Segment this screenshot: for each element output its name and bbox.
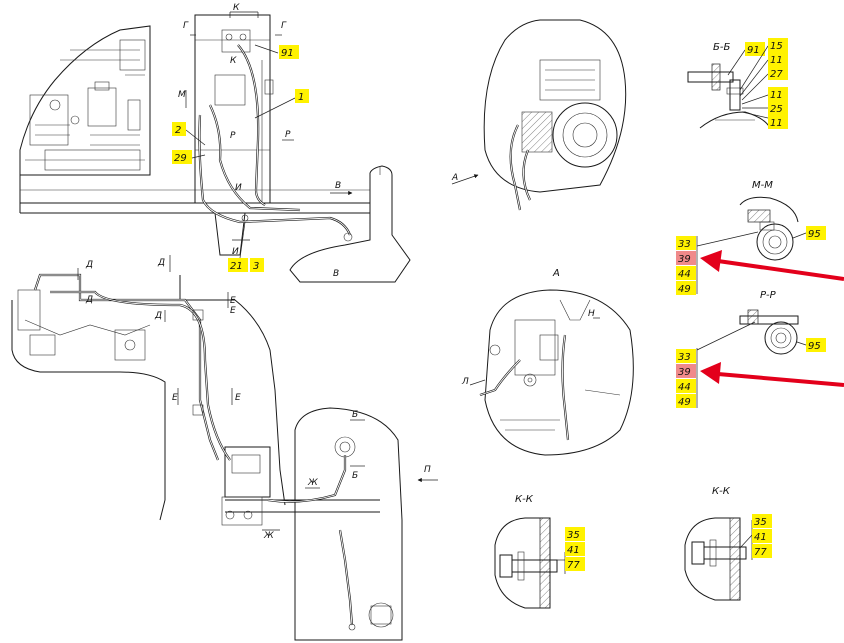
mark-zh-bottom: Ж	[263, 531, 274, 541]
mark-e4: Е	[235, 393, 241, 403]
callout-mm-39: 39	[678, 254, 691, 265]
section-bb: Б-Б 91 15 11 27 11 25 11	[687, 38, 788, 129]
alert-arrow-rr	[700, 362, 844, 387]
main-hose-1	[198, 114, 352, 236]
callout-bb-25: 25	[770, 104, 783, 115]
mark-b-top: Б	[352, 410, 358, 420]
mark-d3: Д	[85, 295, 93, 305]
section-marks-main: К Г Г М К Р Р И И В В	[178, 3, 353, 279]
mark-g-left: Г	[183, 21, 189, 31]
callout-91-main: 91	[281, 48, 294, 59]
section-mm-callout-stack: 33 39 44 49	[676, 236, 696, 295]
mark-e3: Е	[172, 393, 178, 403]
mark-k-mid: К	[230, 56, 237, 66]
callout-kk1-41: 41	[567, 545, 580, 556]
mark-r-right: Р	[285, 130, 291, 140]
callout-kk2-77: 77	[754, 547, 767, 558]
main-hose-2	[209, 104, 301, 212]
view-a-small-outline	[483, 19, 627, 193]
callout-rr-95: 95	[808, 341, 821, 352]
mark-g-right: Г	[281, 21, 287, 31]
callout-2-main: 2	[175, 125, 181, 136]
callout-kk2-41: 41	[754, 532, 767, 543]
lower-engine-details	[17, 289, 151, 361]
callout-21-main: 21	[230, 261, 243, 272]
callout-rr-33: 33	[678, 352, 691, 363]
lower-bracket	[214, 212, 246, 256]
engine-outline	[19, 25, 151, 176]
engine-details	[25, 39, 146, 171]
view-a-large: А Н Л	[461, 268, 634, 456]
mark-k-top: К	[233, 3, 240, 13]
mark-d1: Д	[85, 260, 93, 270]
right-body	[289, 165, 411, 283]
callout-kk1-77: 77	[567, 560, 580, 571]
main-hose-3	[237, 44, 266, 206]
section-bb-callout-stack: 15 11 27 11 25 11	[739, 38, 788, 129]
tank-tower	[194, 14, 271, 204]
callout-mm-44: 44	[678, 269, 691, 280]
section-kk-1: К-К 35 41 77	[494, 494, 585, 609]
section-rr: Р-Р 95 33 39 44 49	[676, 290, 844, 408]
callout-mm-49: 49	[678, 284, 691, 295]
mark-b-bottom: Б	[352, 471, 358, 481]
callout-bb-27: 27	[770, 69, 783, 80]
view-a-title: А	[552, 268, 560, 279]
callout-3-main: 3	[253, 261, 259, 272]
section-rr-callout-stack: 33 39 44 49	[676, 349, 696, 408]
view-a-small-hatch	[521, 111, 553, 153]
callout-bb-15: 15	[770, 41, 783, 52]
mark-p: П	[424, 465, 431, 475]
callout-mm-95: 95	[808, 229, 821, 240]
mark-v-bottom: В	[333, 269, 339, 279]
mark-d4: Д	[154, 311, 162, 321]
section-marks-lower: Д Д Д Д Е Е Е Е Б Б Ж Ж П	[77, 255, 438, 541]
callout-bb-91: 91	[747, 45, 760, 56]
callout-bb-11a: 11	[770, 55, 783, 66]
callout-rr-49: 49	[678, 397, 691, 408]
mark-l: Л	[461, 377, 469, 387]
mark-m: М	[178, 90, 186, 100]
mark-d2: Д	[157, 258, 165, 268]
mark-i-bottom: И	[232, 247, 239, 257]
callout-bb-11b: 11	[770, 90, 783, 101]
mark-i-top: И	[235, 183, 242, 193]
view-a-small: А	[451, 19, 627, 211]
section-bb-title: Б-Б	[713, 42, 730, 53]
mark-e2: Е	[230, 306, 236, 316]
lower-view: Д Д Д Д Е Е Е Е Б Б Ж Ж П	[11, 255, 438, 641]
mark-r-left: Р	[230, 131, 236, 141]
view-a-large-outline	[484, 289, 634, 456]
mark-a-small: А	[451, 173, 458, 183]
lower-right-body	[294, 407, 403, 641]
section-mm: М-М 95 33 39 44 49	[676, 180, 844, 295]
callout-29-main: 29	[174, 153, 187, 164]
alert-arrow-mm	[700, 250, 844, 281]
mark-e1: Е	[230, 296, 236, 306]
lower-engine-outline	[11, 300, 166, 521]
callout-1-main: 1	[298, 92, 304, 103]
section-kk-2: К-К 35 41 77	[684, 486, 772, 601]
section-mm-title: М-М	[752, 180, 773, 191]
mark-zh-top: Ж	[307, 478, 318, 488]
mark-v-top: В	[335, 181, 341, 191]
callout-bb-11c: 11	[770, 118, 783, 129]
section-kk1-title: К-К	[515, 494, 534, 505]
callout-kk2-35: 35	[754, 517, 767, 528]
main-view-callouts: 91 1 2 29 21 3	[172, 44, 309, 272]
lower-hose-4	[338, 529, 354, 626]
main-view: К Г Г М К Р Р И И В В 91 1	[19, 3, 411, 283]
section-kk2-title: К-К	[712, 486, 731, 497]
section-rr-title: Р-Р	[760, 290, 777, 301]
callout-rr-44: 44	[678, 382, 691, 393]
callout-mm-33: 33	[678, 239, 691, 250]
mark-n: Н	[588, 309, 595, 319]
callout-rr-39: 39	[678, 367, 691, 378]
callout-kk1-35: 35	[567, 530, 580, 541]
